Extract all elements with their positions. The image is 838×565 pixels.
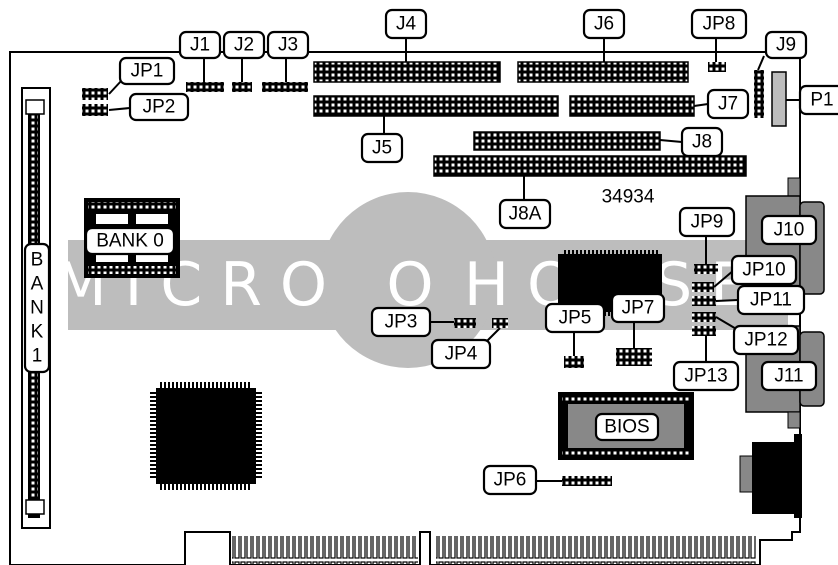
j4-connector (313, 61, 501, 83)
jp8-header (708, 62, 726, 72)
svg-text:JP3: JP3 (385, 312, 418, 333)
label-j1: J1 (178, 30, 222, 60)
svg-text:J6: J6 (594, 14, 614, 35)
svg-text:JP13: JP13 (684, 366, 727, 387)
label-jp11: JP11 (736, 284, 806, 316)
label-j6: J6 (582, 8, 626, 40)
svg-text:J8A: J8A (509, 204, 542, 225)
j2-header (232, 82, 252, 92)
svg-text:P1: P1 (810, 90, 833, 111)
j1-header (186, 82, 224, 92)
leader-lines (108, 38, 800, 482)
label-j9: J9 (764, 30, 808, 60)
svg-text:JP8: JP8 (703, 14, 736, 35)
label-j10: J10 (760, 214, 818, 246)
j9-header (754, 70, 764, 118)
jp12-header (692, 312, 716, 322)
jp5-header (564, 356, 584, 368)
jp11-header (692, 296, 716, 306)
j5-connector (313, 95, 559, 117)
label-jp5: JP5 (544, 302, 606, 334)
svg-text:1: 1 (32, 346, 43, 367)
label-jp10: JP10 (730, 254, 798, 286)
label-jp6: JP6 (482, 464, 538, 496)
svg-text:BANK 0: BANK 0 (96, 231, 164, 252)
svg-text:J4: J4 (396, 14, 417, 35)
svg-text:JP1: JP1 (131, 61, 164, 82)
jp3-header (454, 318, 476, 328)
label-j11: J11 (760, 360, 818, 392)
label-j4: J4 (384, 8, 428, 40)
svg-text:J7: J7 (718, 94, 738, 115)
svg-text:J5: J5 (372, 138, 392, 159)
jp2-header (82, 104, 108, 116)
label-jp4: JP4 (430, 338, 492, 370)
p1-connector (771, 71, 787, 127)
svg-text:JP2: JP2 (143, 97, 176, 118)
svg-text:B: B (31, 250, 44, 271)
j8a-connector (433, 155, 747, 177)
isa-edge-left (232, 536, 418, 564)
j7-connector (569, 95, 695, 117)
bank0-label: BANK 0 (84, 226, 176, 256)
label-j5: J5 (360, 132, 404, 164)
label-j8a: J8A (498, 198, 552, 230)
jp13-header (692, 326, 716, 336)
jp9-header (694, 264, 718, 274)
svg-text:JP9: JP9 (691, 212, 724, 233)
label-j7: J7 (706, 88, 750, 120)
svg-text:J10: J10 (774, 220, 805, 241)
label-jp3: JP3 (370, 306, 432, 338)
jp6-header (562, 476, 612, 486)
label-jp2: JP2 (128, 92, 190, 122)
label-j8: J8 (680, 126, 724, 158)
label-p1: P1 (798, 84, 838, 116)
svg-text:K: K (31, 322, 44, 343)
label-jp7: JP7 (610, 292, 666, 324)
svg-text:J8: J8 (692, 132, 712, 153)
isa-edge-right (436, 536, 756, 564)
j3-header (262, 82, 308, 92)
svg-text:J1: J1 (190, 35, 210, 56)
jp1-header (82, 88, 108, 100)
svg-text:JP10: JP10 (742, 260, 785, 281)
svg-text:A: A (31, 274, 44, 295)
label-j2: J2 (222, 30, 266, 60)
bank1-label: B A N K 1 (23, 242, 51, 374)
svg-text:JP7: JP7 (622, 298, 655, 319)
board-number: 34934 (602, 187, 655, 208)
svg-text:J11: J11 (774, 366, 803, 387)
label-jp12: JP12 (732, 324, 800, 356)
keyboard-connector (739, 434, 802, 518)
j8-connector (473, 131, 661, 151)
label-j3: J3 (266, 30, 310, 60)
svg-text:JP12: JP12 (744, 330, 787, 351)
svg-text:JP5: JP5 (559, 308, 592, 329)
jp7-header (616, 348, 652, 366)
svg-text:BIOS: BIOS (604, 417, 649, 438)
svg-text:N: N (30, 298, 44, 319)
label-jp9: JP9 (678, 206, 736, 238)
jp10-header (692, 282, 714, 292)
svg-text:J9: J9 (776, 35, 796, 56)
svg-text:JP4: JP4 (445, 344, 478, 365)
jp4-header (492, 318, 508, 328)
label-jp1: JP1 (118, 56, 176, 86)
label-jp13: JP13 (672, 360, 740, 392)
svg-text:JP11: JP11 (750, 290, 792, 311)
j6-connector (517, 61, 689, 83)
bios-label: BIOS (594, 412, 660, 442)
label-jp8: JP8 (690, 8, 748, 40)
svg-text:J2: J2 (234, 35, 254, 56)
svg-text:JP6: JP6 (494, 470, 527, 491)
svg-text:J3: J3 (278, 35, 298, 56)
cpu-chip (150, 382, 262, 490)
